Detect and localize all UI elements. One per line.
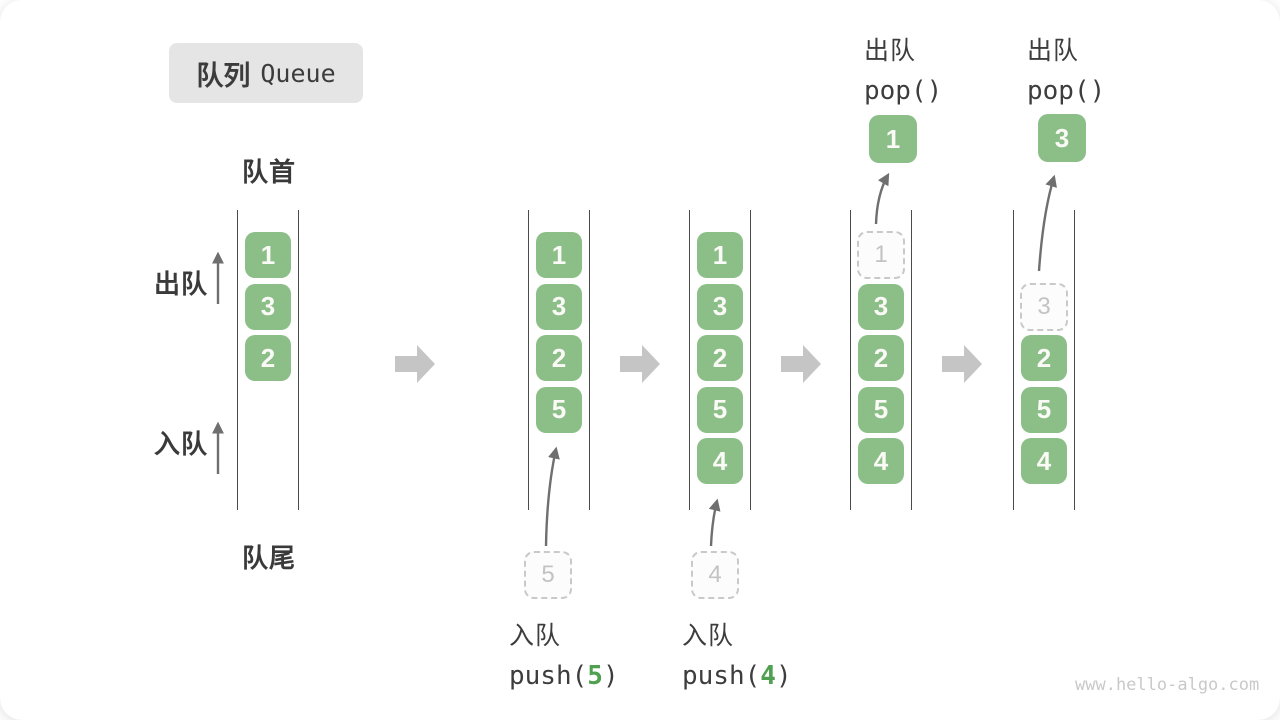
dequeue-op-2-label: 出队	[1027, 37, 1080, 65]
code-pre: push(	[682, 661, 761, 691]
dequeue-op-1: 出队 pop()	[864, 31, 942, 106]
dequeue-op-1-code: pop()	[864, 76, 943, 106]
queue-item-removed: 3	[1020, 282, 1068, 331]
popped-item-1: 1	[869, 115, 917, 163]
code-arg: 4	[760, 661, 776, 691]
queue-rear-label: 队尾	[242, 543, 297, 573]
queue-item: 5	[858, 386, 904, 433]
queue-item: 5	[1021, 386, 1067, 433]
queue-item: 3	[245, 283, 291, 330]
code-post: )	[775, 661, 792, 691]
queue-item: 2	[245, 335, 291, 381]
transition-arrow-3	[781, 345, 821, 383]
code-post: )	[602, 661, 619, 691]
queue-channel-5	[1013, 210, 1075, 510]
enqueue-direction-label: 入队	[154, 429, 209, 459]
enqueue-op-1: 入队 push(5)	[509, 616, 619, 691]
diagram-title-zh: 队列	[196, 60, 251, 91]
queue-item: 4	[697, 438, 743, 484]
queue-channel-1	[237, 210, 299, 510]
code-arg: 5	[587, 661, 603, 691]
queue-item: 2	[697, 335, 743, 381]
watermark: www.hello-algo.com	[1075, 675, 1260, 695]
queue-item: 5	[697, 386, 743, 433]
queue-item: 1	[536, 232, 582, 278]
transition-arrow-4	[942, 345, 982, 383]
dequeue-op-2: 出队 pop()	[1027, 31, 1105, 106]
queue-item: 4	[858, 438, 904, 484]
pending-item-4: 4	[691, 551, 739, 599]
dequeue-op-1-label: 出队	[864, 37, 917, 65]
queue-channel-2	[528, 210, 590, 510]
dequeue-direction-label: 出队	[154, 269, 209, 299]
queue-item: 3	[697, 283, 743, 330]
popped-item-3: 3	[1038, 114, 1086, 162]
queue-item: 3	[858, 283, 904, 330]
dequeue-op-2-code: pop()	[1027, 76, 1106, 106]
queue-item-removed: 1	[857, 231, 905, 279]
queue-item: 3	[536, 283, 582, 330]
queue-item: 2	[858, 335, 904, 381]
queue-item: 1	[697, 232, 743, 278]
enqueue-op-1-label: 入队	[509, 622, 562, 650]
pending-item-5: 5	[524, 551, 572, 599]
queue-item: 1	[245, 232, 291, 278]
queue-item: 5	[536, 386, 582, 433]
transition-arrow-1	[395, 345, 435, 383]
queue-item: 2	[1021, 335, 1067, 381]
diagram-title-en: Queue	[260, 58, 336, 88]
code-pre: push(	[509, 661, 588, 691]
queue-channel-4	[850, 210, 912, 510]
queue-channel-3	[689, 210, 751, 510]
enqueue-op-2-code: push(4)	[682, 661, 792, 691]
transition-arrow-2	[620, 345, 660, 383]
queue-front-label: 队首	[242, 157, 297, 187]
enqueue-op-2: 入队 push(4)	[682, 616, 792, 691]
enqueue-op-1-code: push(5)	[509, 661, 619, 691]
diagram-title-box: 队列 Queue	[169, 43, 363, 103]
queue-item: 2	[536, 335, 582, 381]
queue-item: 4	[1021, 438, 1067, 484]
enqueue-op-2-label: 入队	[682, 622, 735, 650]
